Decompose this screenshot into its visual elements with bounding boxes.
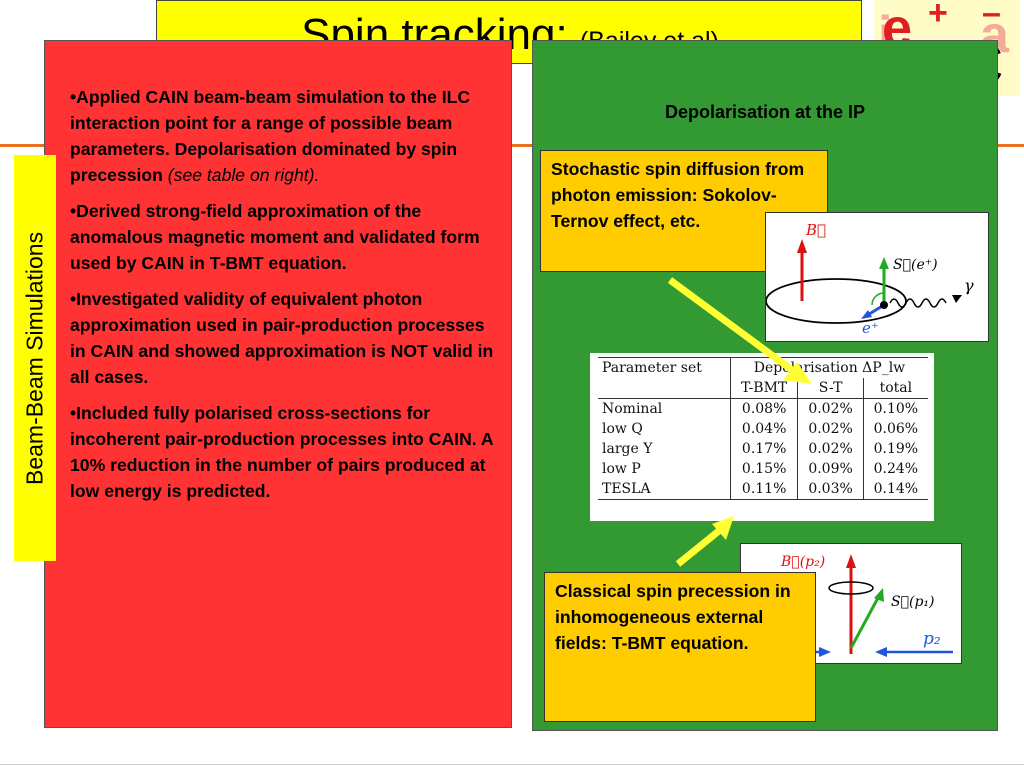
table-subheader-total: total xyxy=(863,378,928,399)
bullet-1: •Applied CAIN beam-beam simulation to th… xyxy=(70,87,471,185)
table-subheader-tbmt: T-BMT xyxy=(730,378,799,399)
bullet-4: •Included fully polarised cross-sections… xyxy=(70,403,493,501)
sokolov-ternov-figure: B⃗ S⃗(e⁺) e⁺ γ xyxy=(765,212,989,342)
bottom-rule xyxy=(0,764,1024,765)
red-panel xyxy=(44,40,512,728)
bullet-3: •Investigated validity of equivalent pho… xyxy=(70,289,494,387)
svg-text:–: – xyxy=(982,0,1001,32)
table-header-param: Parameter set xyxy=(598,357,731,378)
fig1-e-label: e⁺ xyxy=(862,319,879,337)
sokolov-ternov-diagram: B⃗ S⃗(e⁺) e⁺ γ xyxy=(765,221,974,337)
fig1-s-label: S⃗(e⁺) xyxy=(893,257,938,273)
fig1-gamma-label: γ xyxy=(964,276,974,295)
fig2-b-label: B⃗(p₂) xyxy=(780,554,825,570)
table-row: low P 0.15% 0.09% 0.24% xyxy=(598,459,928,479)
table-subheader-st: S-T xyxy=(797,378,864,399)
depolarisation-table: Parameter set Depolarisation ΔP_lw T-BMT… xyxy=(598,357,928,500)
fig2-s-label: S⃗(p₁) xyxy=(891,594,935,610)
fig1-b-label: B⃗ xyxy=(805,221,826,239)
table-row: large Y 0.17% 0.02% 0.19% xyxy=(598,439,928,459)
fig2-p2-label: p₂ xyxy=(923,629,941,649)
orange-header-line xyxy=(0,144,1024,147)
bullet-2: •Derived strong-field approximation of t… xyxy=(70,201,480,273)
classical-spin-box: Classical spin precession in inhomogeneo… xyxy=(544,572,816,722)
svg-text:+: + xyxy=(928,0,948,32)
table-header-depol: Depolarisation ΔP_lw xyxy=(730,357,928,378)
side-label: Beam-Beam Simulations xyxy=(21,231,48,485)
side-label-box: Beam-Beam Simulations xyxy=(14,155,56,561)
bullet-list: •Applied CAIN beam-beam simulation to th… xyxy=(70,84,502,514)
table-row: Nominal 0.08% 0.02% 0.10% xyxy=(598,398,928,419)
depolarisation-heading: Depolarisation at the IP xyxy=(664,102,866,122)
depolarisation-table-box: Parameter set Depolarisation ΔP_lw T-BMT… xyxy=(590,353,934,521)
table-row: low Q 0.04% 0.02% 0.06% xyxy=(598,419,928,439)
table-row: TESLA 0.11% 0.03% 0.14% xyxy=(598,479,928,500)
